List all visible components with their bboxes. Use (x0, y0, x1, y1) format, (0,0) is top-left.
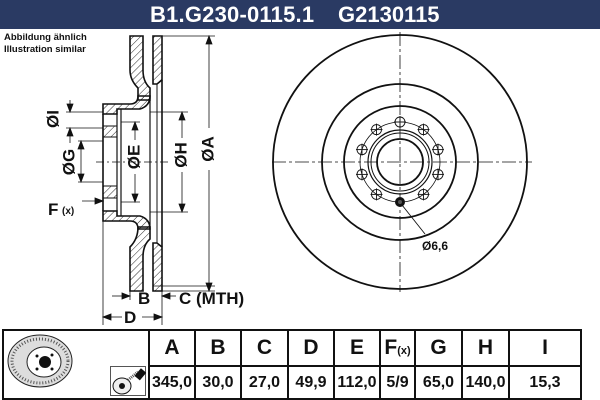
brake-disc-icon (7, 334, 73, 388)
product-image-cell (2, 329, 150, 400)
value-a: 345,0 (148, 365, 196, 400)
value-h: 140,0 (461, 365, 510, 400)
col-header-i: I (508, 328, 582, 368)
part-number: B1.G230-0115.1 (150, 2, 315, 27)
col-header-c: C (240, 328, 289, 368)
label-f-sub: (x) (62, 206, 74, 217)
technical-drawing: ØI ØG ØE ØH ØA F (x) B C (MTH) D (43, 32, 532, 327)
col-header-f-label: F (384, 336, 398, 360)
side-section-view (96, 35, 168, 292)
value-b: 30,0 (194, 365, 242, 400)
label-diameter-g: ØG (59, 149, 78, 175)
col-header-e: E (333, 328, 381, 368)
col-header-a: A (148, 328, 196, 368)
label-f: F (48, 200, 58, 219)
col-header-b: B (194, 328, 242, 368)
note-german: Abbildung ähnlich (4, 32, 87, 43)
value-e: 112,0 (333, 365, 381, 400)
title-bar: B1.G230-0115.1 G2130115 (0, 0, 600, 29)
label-d: D (124, 308, 136, 327)
label-diameter-a: ØA (198, 136, 217, 162)
label-c-mth: C (MTH) (179, 289, 244, 308)
dimension-lines (66, 34, 215, 325)
front-view (272, 32, 532, 292)
label-diameter-h: ØH (171, 142, 190, 168)
note-english: Illustration similar (4, 44, 86, 55)
label-diameter-e: ØE (124, 145, 143, 170)
label-b: B (138, 289, 150, 308)
reference-number: G2130115 (338, 2, 440, 27)
spray-coating-icon (110, 366, 146, 396)
label-hole-diameter: Ø6,6 (422, 239, 448, 253)
value-c: 27,0 (240, 365, 289, 400)
value-g: 65,0 (414, 365, 463, 400)
col-header-d: D (287, 328, 335, 368)
spec-table: A B C D E F(x) G H I 345,0 30,0 27,0 49,… (2, 328, 582, 400)
col-header-g: G (414, 328, 463, 368)
label-diameter-i: ØI (43, 110, 62, 128)
col-header-f: F(x) (379, 328, 416, 368)
col-header-h: H (461, 328, 510, 368)
col-header-f-sub: (x) (397, 345, 411, 358)
value-d: 49,9 (287, 365, 335, 400)
value-f: 5/9 (379, 365, 416, 400)
value-i: 15,3 (508, 365, 582, 400)
